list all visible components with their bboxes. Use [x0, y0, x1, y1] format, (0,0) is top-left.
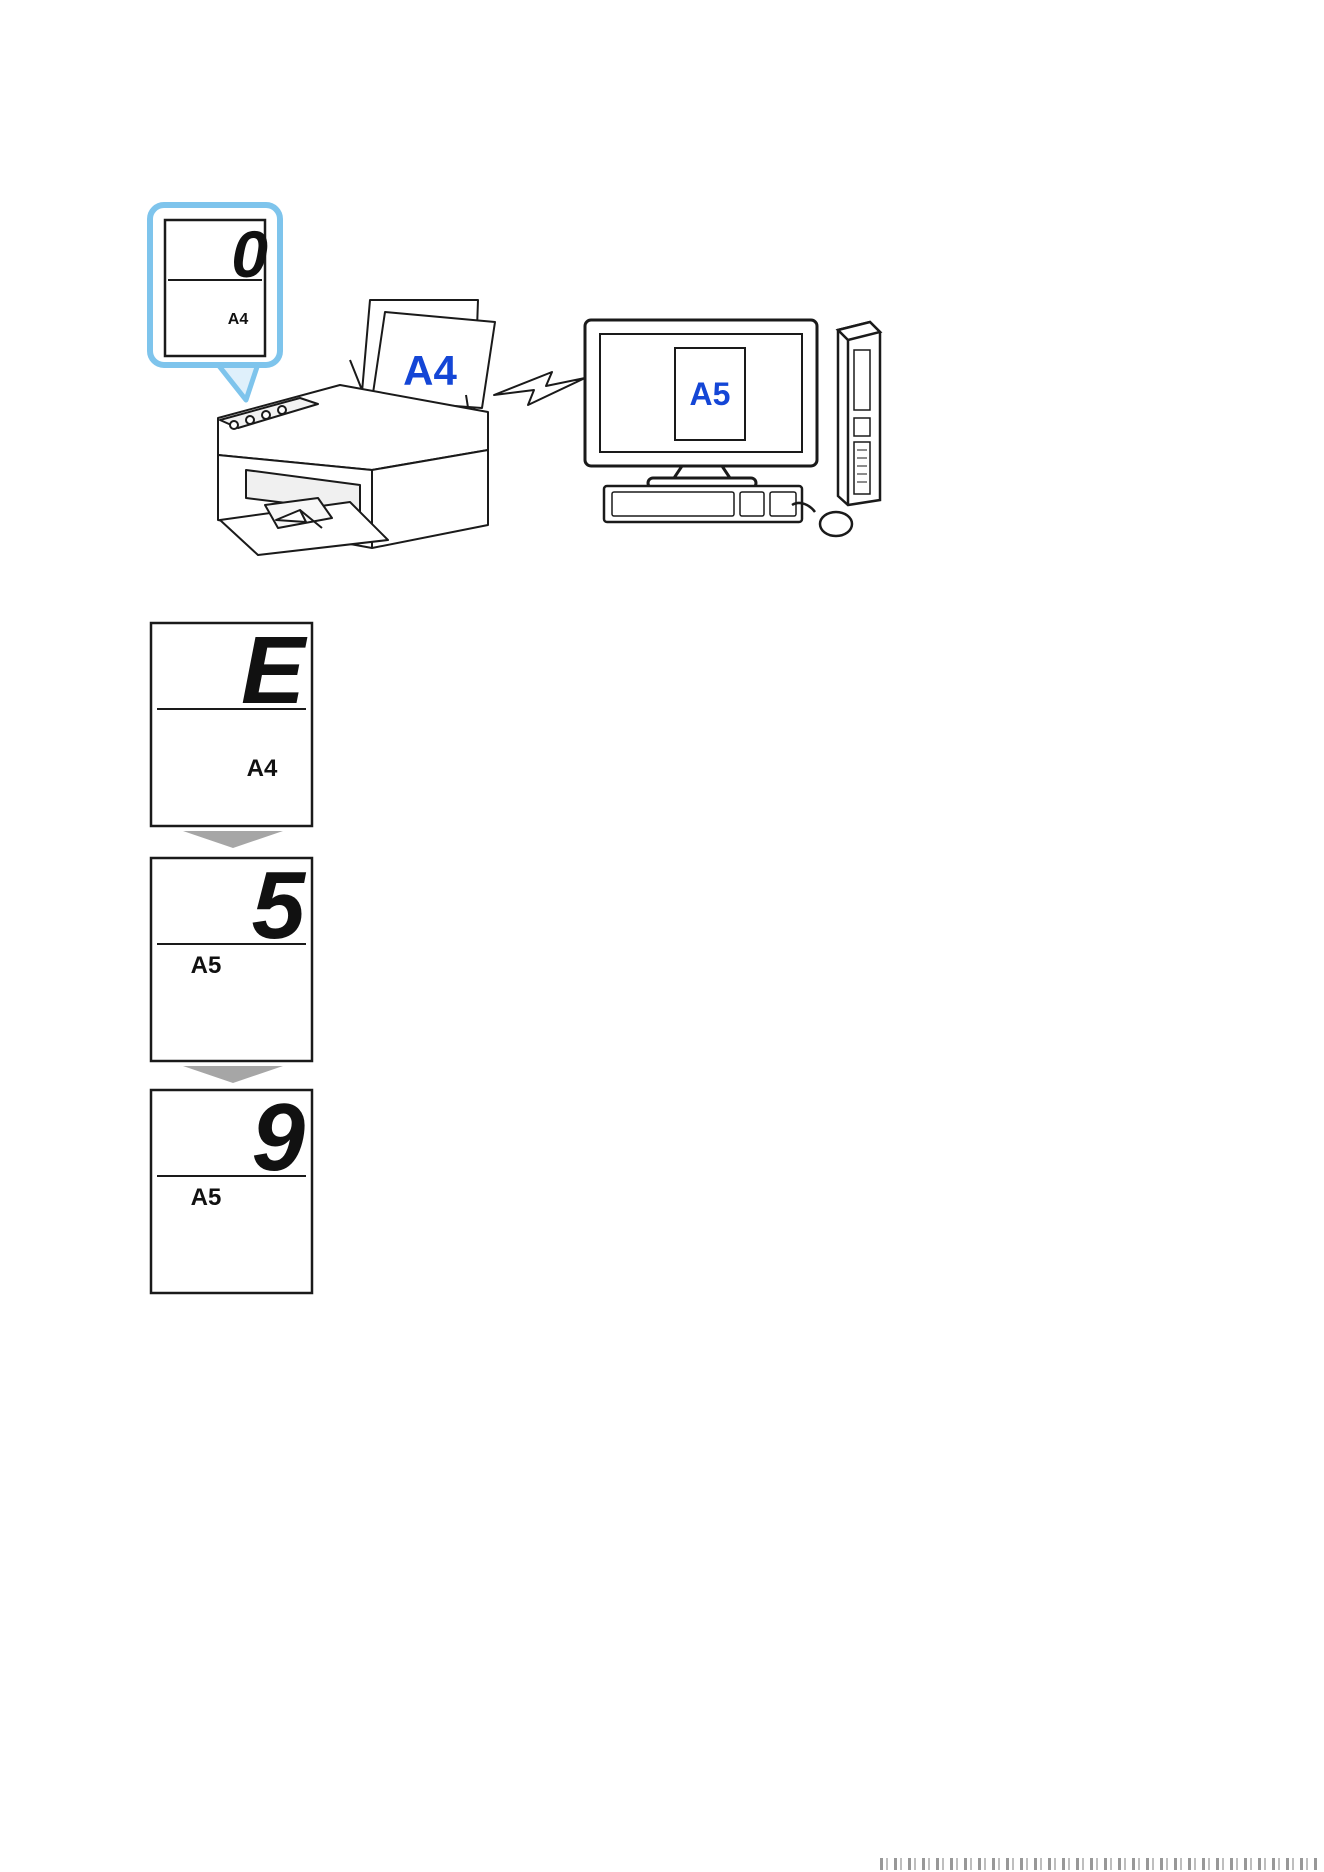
lcd-step-3: 9 A5	[151, 1084, 312, 1293]
lcd-step-1: E A4	[151, 617, 312, 826]
printer-paper-label: A4	[403, 347, 457, 394]
lcd-sequence: E A4 5 A5 9 A5	[151, 617, 312, 1293]
sequence-arrow-icon	[183, 1066, 283, 1083]
lcd-paper-size: A5	[191, 1184, 222, 1211]
lcd-paper-size: A4	[247, 755, 278, 782]
lcd-digit: E	[241, 617, 308, 724]
lcd-digit: 9	[252, 1084, 305, 1191]
top-illustration: 0 A4 A4	[150, 205, 880, 555]
computer-monitor: A5	[585, 320, 817, 488]
lcd-digit: 5	[252, 852, 307, 959]
monitor-document-label: A5	[690, 376, 731, 412]
sequence-arrow-icon	[183, 831, 283, 848]
bottom-edge-artifact	[880, 1858, 1320, 1870]
monitor-stand	[674, 466, 730, 478]
lcd-paper-size: A5	[191, 952, 222, 979]
lcd-step-2: 5 A5	[151, 852, 312, 1061]
zoom-lcd-digit: 0	[231, 217, 268, 291]
wireless-bolt-icon	[494, 372, 585, 405]
zoom-lcd-paper-size: A4	[228, 311, 249, 328]
computer-tower	[838, 322, 880, 505]
zoom-callout: 0 A4	[150, 205, 280, 400]
keyboard	[604, 486, 802, 522]
